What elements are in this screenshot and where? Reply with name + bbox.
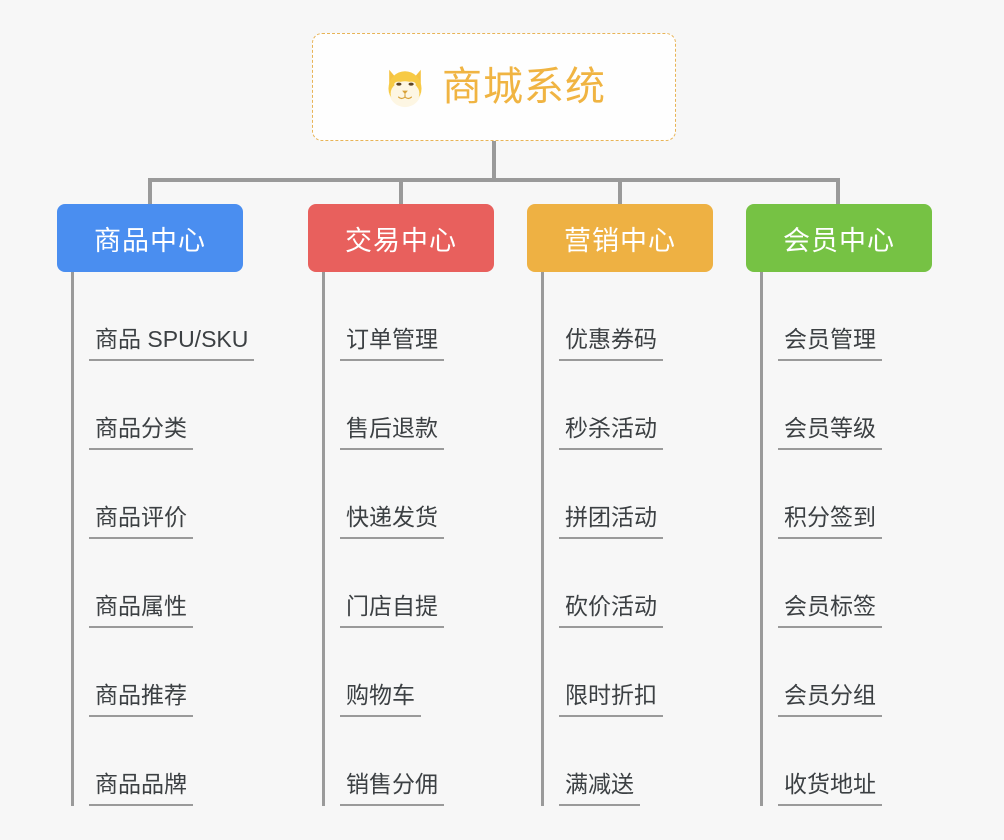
leaf-item[interactable]: 限时折扣 [527, 628, 713, 717]
category-column-3: 营销中心优惠券码秒杀活动拼团活动砍价活动限时折扣满减送 [527, 204, 713, 806]
leaf-list-2: 订单管理售后退款快递发货门店自提购物车销售分佣 [308, 272, 494, 806]
leaf-item[interactable]: 快递发货 [308, 450, 494, 539]
leaf-item-label: 优惠券码 [559, 326, 663, 361]
category-header-1[interactable]: 商品中心 [57, 204, 243, 272]
leaf-item[interactable]: 商品 SPU/SKU [57, 272, 255, 361]
category-spine-4 [760, 272, 763, 806]
category-label: 营销中心 [564, 225, 676, 256]
category-label: 交易中心 [345, 225, 457, 256]
leaf-item[interactable]: 砍价活动 [527, 539, 713, 628]
leaf-item-label: 会员管理 [778, 326, 882, 361]
leaf-item[interactable]: 订单管理 [308, 272, 494, 361]
leaf-item[interactable]: 售后退款 [308, 361, 494, 450]
connector-horizontal-bus [148, 178, 840, 182]
leaf-item[interactable]: 会员标签 [746, 539, 932, 628]
leaf-item-label: 拼团活动 [559, 504, 663, 539]
leaf-item[interactable]: 会员分组 [746, 628, 932, 717]
leaf-item-label: 商品评价 [89, 504, 193, 539]
category-header-2[interactable]: 交易中心 [308, 204, 494, 272]
leaf-item-label: 商品品牌 [89, 771, 193, 806]
leaf-item[interactable]: 收货地址 [746, 717, 932, 806]
leaf-item[interactable]: 商品属性 [57, 539, 243, 628]
category-column-2: 交易中心订单管理售后退款快递发货门店自提购物车销售分佣 [308, 204, 494, 806]
category-column-1: 商品中心商品 SPU/SKU 商品分类商品评价商品属性商品推荐商品品牌 [57, 204, 255, 806]
leaf-item-label: 购物车 [340, 682, 421, 717]
leaf-item-label: 售后退款 [340, 415, 444, 450]
leaf-item-label: 会员标签 [778, 593, 882, 628]
leaf-item[interactable]: 会员等级 [746, 361, 932, 450]
leaf-item[interactable]: 秒杀活动 [527, 361, 713, 450]
leaf-item-label: 商品属性 [89, 593, 193, 628]
leaf-item-label: 积分签到 [778, 504, 882, 539]
leaf-item[interactable]: 购物车 [308, 628, 494, 717]
leaf-list-4: 会员管理会员等级积分签到会员标签会员分组收货地址 [746, 272, 932, 806]
category-header-3[interactable]: 营销中心 [527, 204, 713, 272]
leaf-item[interactable]: 满减送 [527, 717, 713, 806]
leaf-item-label: 会员等级 [778, 415, 882, 450]
shiba-dog-face-icon [388, 69, 422, 108]
leaf-item-label: 快递发货 [340, 504, 444, 539]
leaf-item[interactable]: 积分签到 [746, 450, 932, 539]
leaf-item-label: 满减送 [559, 771, 640, 806]
leaf-list-3: 优惠券码秒杀活动拼团活动砍价活动限时折扣满减送 [527, 272, 713, 806]
leaf-item-label: 商品 SPU/SKU [89, 326, 255, 361]
leaf-item-label: 秒杀活动 [559, 415, 663, 450]
category-header-4[interactable]: 会员中心 [746, 204, 932, 272]
category-label: 会员中心 [783, 225, 895, 256]
leaf-item-label: 订单管理 [340, 326, 444, 361]
leaf-item-label: 砍价活动 [559, 593, 663, 628]
connector-drop-3 [618, 178, 622, 206]
leaf-item[interactable]: 拼团活动 [527, 450, 713, 539]
leaf-item[interactable]: 门店自提 [308, 539, 494, 628]
leaf-item-label: 销售分佣 [340, 771, 444, 806]
category-spine-1 [71, 272, 74, 806]
leaf-item[interactable]: 商品品牌 [57, 717, 243, 806]
leaf-item-label: 门店自提 [340, 593, 444, 628]
leaf-item[interactable]: 销售分佣 [308, 717, 494, 806]
connector-drop-4 [836, 178, 840, 206]
connector-drop-1 [148, 178, 152, 206]
leaf-item[interactable]: 商品评价 [57, 450, 243, 539]
connector-root-stem [492, 141, 496, 180]
leaf-item-label: 会员分组 [778, 682, 882, 717]
leaf-list-1: 商品 SPU/SKU 商品分类商品评价商品属性商品推荐商品品牌 [57, 272, 255, 806]
connector-drop-2 [399, 178, 403, 206]
category-spine-3 [541, 272, 544, 806]
category-label: 商品中心 [94, 225, 206, 256]
leaf-item[interactable]: 优惠券码 [527, 272, 713, 361]
leaf-item[interactable]: 会员管理 [746, 272, 932, 361]
category-column-4: 会员中心会员管理会员等级积分签到会员标签会员分组收货地址 [746, 204, 932, 806]
leaf-item[interactable]: 商品分类 [57, 361, 243, 450]
leaf-item-label: 商品推荐 [89, 682, 193, 717]
leaf-item-label: 限时折扣 [559, 682, 663, 717]
root-title: 商城系统 [442, 65, 606, 109]
category-spine-2 [322, 272, 325, 806]
leaf-item-label: 收货地址 [778, 771, 882, 806]
leaf-item[interactable]: 商品推荐 [57, 628, 243, 717]
leaf-item-label: 商品分类 [89, 415, 193, 450]
root-node[interactable]: 商城系统 [312, 33, 676, 141]
